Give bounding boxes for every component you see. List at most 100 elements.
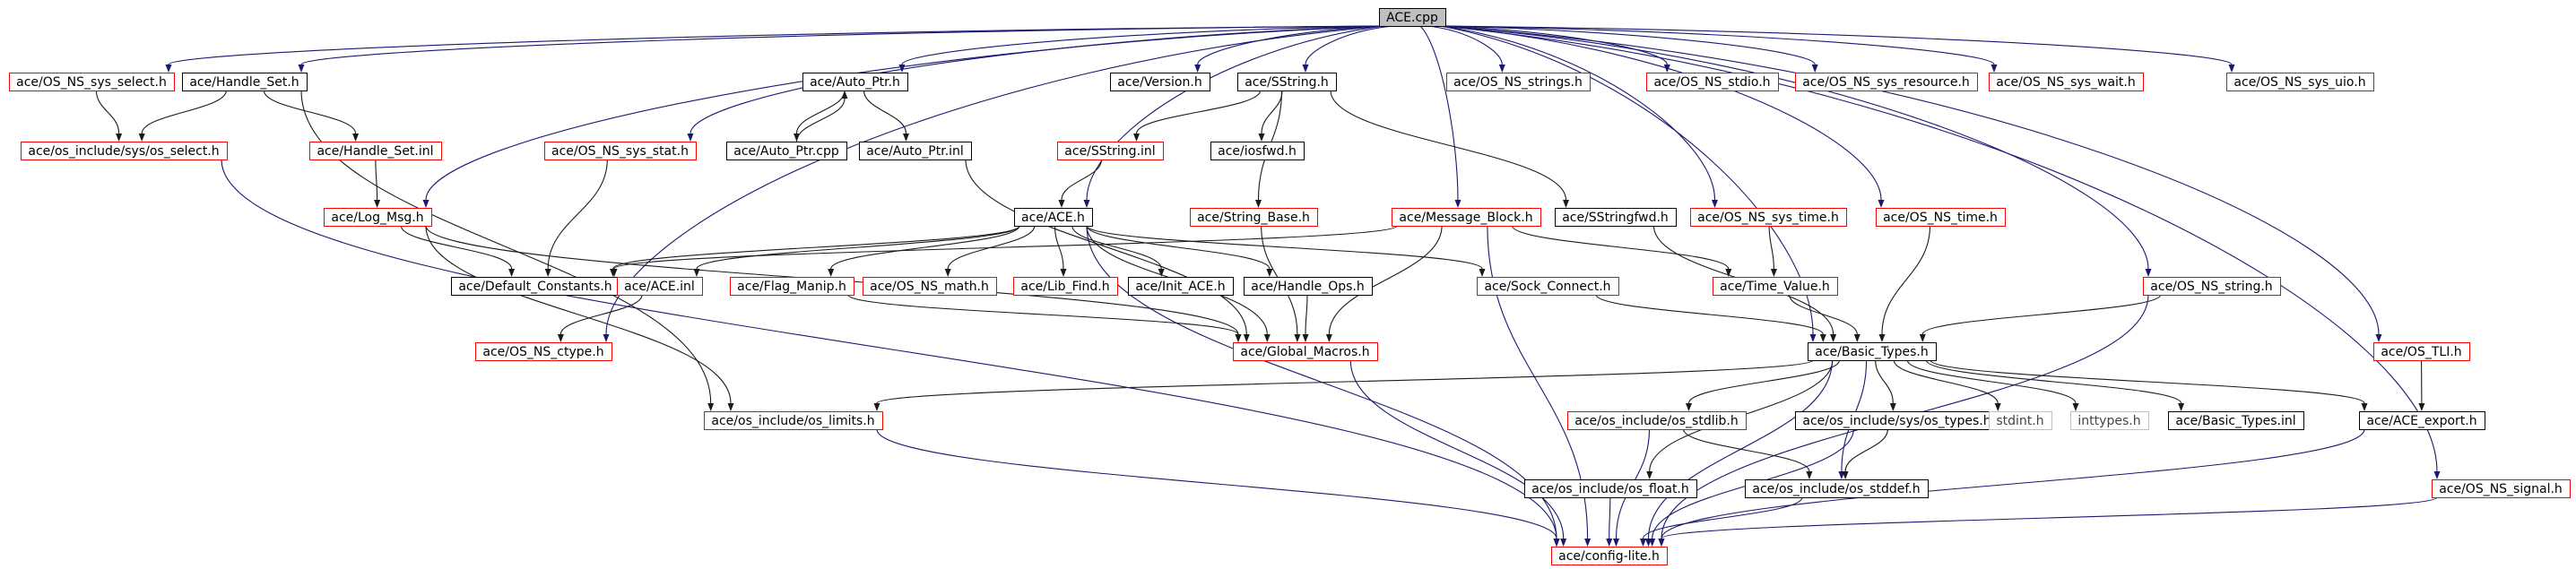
arrowhead-os_ns_sys_stat_h-to-default_constants_h [544,269,551,277]
node-label: ace/os_include/sys/os_types.h [1802,414,1991,428]
edge-os_include_os_stddef_h-to-config_lite_h [1642,496,1803,539]
node-global-macros-h[interactable]: ace/Global_Macros.h [1233,342,1378,361]
node-box [1237,73,1337,91]
node-os-ns-sys-resource-h[interactable]: ace/OS_NS_sys_resource.h [1795,73,1978,91]
node-handle-ops-h[interactable]: ace/Handle_Ops.h [1244,277,1373,296]
node-version-h[interactable]: ace/Version.h [1110,73,1210,91]
arrowhead-handle_set_h-to-os_include_sys_os_select_h [138,134,145,142]
node-os-ns-string-h[interactable]: ace/OS_NS_string.h [2143,277,2281,296]
node-sstring-inl[interactable]: ace/SString.inl [1057,142,1164,160]
arrowhead-ace_cpp-to-handle_set_h [298,65,305,73]
node-os-ns-sys-uio-h[interactable]: ace/OS_NS_sys_uio.h [2226,73,2374,91]
edge-ace_cpp-to-os_ns_sys_time_h [1439,25,1716,201]
node-label: ace/iosfwd.h [1218,144,1297,159]
node-os-ns-stdio-h[interactable]: ace/OS_NS_stdio.h [1646,73,1779,91]
arrowhead-auto_ptr_inl-to-global_macros_h [1243,334,1250,342]
edge-ace_h-to-handle_ops_h [1086,225,1271,270]
node-os-include-os-limits-h[interactable]: ace/os_include/os_limits.h [704,411,883,430]
node-ace-cpp[interactable]: ACE.cpp [1379,8,1446,27]
node-log-msg-h[interactable]: ace/Log_Msg.h [324,208,432,227]
node-label: ace/os_include/os_stdlib.h [1574,414,1738,428]
edge-time_value_h-to-basic_types_h [1789,294,1858,335]
node-box [1567,411,1747,430]
edge-auto_ptr_cpp-to-auto_ptr_h [795,98,846,142]
node-config-lite-h[interactable]: ace/config-lite.h [1551,547,1668,565]
node-init-ace-h[interactable]: ace/Init_ACE.h [1128,277,1234,296]
node-os-include-sys-os-types-h[interactable]: ace/os_include/sys/os_types.h [1795,411,1999,430]
arrowhead-sstring_h-to-sstring_inl [1133,134,1140,142]
node-label: ace/Basic_Types.inl [2175,414,2295,428]
node-box [1210,142,1305,160]
node-os-ns-sys-wait-h[interactable]: ace/OS_NS_sys_wait.h [1989,73,2144,91]
node-box [2359,411,2485,430]
node-box [309,142,442,160]
edge-basic_types_h-to-basic_types_inl [1925,359,2182,404]
node-label: ace/String_Base.h [1197,211,1310,225]
node-os-ns-ctype-h[interactable]: ace/OS_NS_ctype.h [475,342,612,361]
node-os-ns-sys-time-h[interactable]: ace/OS_NS_sys_time.h [1690,208,1847,227]
node-label: ace/OS_NS_math.h [870,280,989,294]
node-os-include-os-stdlib-h[interactable]: ace/os_include/os_stdlib.h [1567,411,1747,430]
node-box [1128,277,1234,296]
node-sock-connect-h[interactable]: ace/Sock_Connect.h [1477,277,1619,296]
node-box [1551,547,1668,565]
arrowhead-message_block_h-to-global_macros_h [1325,334,1332,342]
node-time-value-h[interactable]: ace/Time_Value.h [1713,277,1838,296]
node-basic-types-inl[interactable]: ace/Basic_Types.inl [2168,411,2304,430]
node-string-base-h[interactable]: ace/String_Base.h [1190,208,1318,227]
node-message-block-h[interactable]: ace/Message_Block.h [1392,208,1541,227]
node-basic-types-h[interactable]: ace/Basic_Types.h [1808,342,1937,361]
node-os-include-sys-os-select-h[interactable]: ace/os_include/sys/os_select.h [21,142,228,160]
node-os-ns-sys-stat-h[interactable]: ace/OS_NS_sys_stat.h [544,142,697,160]
arrowhead-ace_h-to-os_ns_math_h [944,269,951,277]
node-os-tli-h[interactable]: ace/OS_TLI.h [2373,342,2470,361]
edge-ace_cpp-to-ace_h [1086,25,1385,201]
edge-os_include_os_limits_h-to-config_lite_h [876,428,1557,539]
node-box [2373,342,2470,361]
node-iosfwd-h[interactable]: ace/iosfwd.h [1210,142,1305,160]
edge-basic_types_h-to-os_include_os_limits_h [876,359,1814,404]
node-sstringfwd-h[interactable]: ace/SStringfwd.h [1555,208,1677,227]
node-handle-set-inl[interactable]: ace/Handle_Set.inl [309,142,442,160]
node-os-ns-time-h[interactable]: ace/OS_NS_time.h [1876,208,2006,227]
arrowhead-ace_h-to-init_ace_h [1158,269,1165,277]
arrowhead-sstring_h-to-sstringfwd_h [1563,200,1569,208]
arrowhead-ace_cpp-to-basic_types_h [1809,334,1817,342]
node-handle-set-h[interactable]: ace/Handle_Set.h [182,73,308,91]
node-label: ace/os_include/os_float.h [1531,482,1689,496]
arrowhead-ace_cpp-to-os_ns_signal_h [2433,471,2441,479]
edge-sock_connect_h-to-basic_types_h [1595,294,1824,335]
node-box [1646,73,1779,91]
node-box [2168,411,2304,430]
node-lib-find-h[interactable]: ace/Lib_Find.h [1013,277,1118,296]
arrowhead-basic_types_h-to-stdint_h [1994,403,2001,411]
node-box [1713,277,1838,296]
node-os-ns-sys-select-h[interactable]: ace/OS_NS_sys_select.h [9,73,175,91]
node-auto-ptr-inl[interactable]: ace/Auto_Ptr.inl [859,142,972,160]
edge-ace_cpp-to-os_ns_sys_wait_h [1439,25,1995,65]
edge-ace_cpp-to-os_ns_time_h [1439,25,1882,201]
arrowhead-sstringfwd_h-to-basic_types_h [1830,334,1837,342]
node-label: ace/ACE.inl [624,280,695,294]
node-label: ace/OS_NS_signal.h [2439,482,2563,496]
node-default-constants-h[interactable]: ace/Default_Constants.h [451,277,620,296]
edge-sstring_h-to-sstringfwd_h [1330,90,1567,201]
node-box [1013,277,1118,296]
edge-basic_types_h-to-os_include_sys_os_types_h [1875,359,1894,404]
node-os-include-os-stddef-h[interactable]: ace/os_include/os_stddef.h [1745,479,1929,498]
node-auto-ptr-h[interactable]: ace/Auto_Ptr.h [802,73,908,91]
node-sstring-h[interactable]: ace/SString.h [1237,73,1337,91]
edge-sstring_inl-to-ace_h [1061,159,1103,201]
node-flag-manip-h[interactable]: ace/Flag_Manip.h [730,277,854,296]
node-os-include-os-float-h[interactable]: ace/os_include/os_float.h [1524,479,1697,498]
node-os-ns-strings-h[interactable]: ace/OS_NS_strings.h [1446,73,1591,91]
node-os-ns-signal-h[interactable]: ace/OS_NS_signal.h [2432,479,2571,498]
node-auto-ptr-cpp[interactable]: ace/Auto_Ptr.cpp [726,142,847,160]
node-box [2070,411,2149,430]
arrowhead-ace_cpp-to-os_ns_sys_stat_h [687,134,694,142]
arrowhead-handle_set_inl-to-log_msg_h [374,200,381,208]
node-ace-inl[interactable]: ace/ACE.inl [617,277,703,296]
node-ace-h[interactable]: ace/ACE.h [1014,208,1093,227]
node-ace-export-h[interactable]: ace/ACE_export.h [2359,411,2485,430]
node-os-ns-math-h[interactable]: ace/OS_NS_math.h [863,277,997,296]
